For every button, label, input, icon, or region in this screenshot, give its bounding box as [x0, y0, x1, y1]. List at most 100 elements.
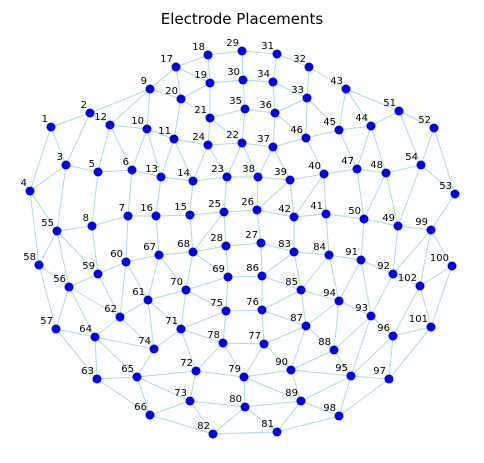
electrode-node-26 [252, 205, 262, 215]
electrode-label-42: 42 [278, 204, 291, 215]
electrode-node-54 [416, 160, 426, 170]
electrode-node-94 [334, 296, 344, 306]
electrode-node-45 [334, 125, 344, 135]
electrode-node-33 [302, 93, 312, 103]
connection-line-88-94 [333, 300, 340, 351]
connection-line-63-66 [96, 378, 151, 416]
connection-line-36-46 [274, 112, 307, 139]
connection-line-29-30 [241, 50, 244, 81]
connection-line-26-39 [256, 179, 291, 211]
electrode-label-67: 67 [143, 242, 156, 253]
connection-line-44-51 [370, 110, 400, 127]
connection-line-22-35 [241, 108, 246, 144]
connection-line-4-58 [29, 190, 40, 266]
figure-title: Electrode Placements [161, 10, 324, 28]
electrode-label-36: 36 [259, 100, 272, 111]
connection-line-14-24 [192, 144, 209, 182]
connection-line-72-78 [195, 342, 224, 372]
electrode-node-63 [92, 374, 102, 384]
connection-line-41-50 [325, 213, 365, 220]
electrode-node-53 [450, 189, 460, 199]
connection-line-5-12 [97, 124, 111, 173]
electrode-node-76 [257, 305, 267, 315]
electrode-markers [25, 46, 460, 439]
connection-line-7-60 [125, 215, 129, 263]
connection-line-40-42 [293, 173, 325, 218]
electrode-label-26: 26 [241, 197, 254, 208]
electrode-label-77: 77 [248, 331, 261, 342]
connection-line-60-61 [125, 261, 149, 301]
connection-line-39-40 [289, 173, 325, 181]
connection-line-13-16 [155, 176, 162, 217]
connection-line-32-43 [308, 66, 347, 90]
electrode-label-30: 30 [227, 67, 240, 78]
connection-line-88-93 [333, 315, 372, 351]
connection-line-53-54 [420, 164, 456, 195]
connection-line-61-71 [147, 299, 182, 330]
electrode-label-53: 53 [439, 181, 452, 192]
connection-line-56-59 [68, 273, 99, 288]
connection-line-35-36 [244, 108, 276, 114]
connection-line-44-48 [370, 125, 387, 174]
connection-line-11-13 [160, 138, 175, 178]
connection-line-48-50 [363, 172, 387, 220]
connection-line-61-74 [147, 299, 155, 350]
connection-line-8-55 [56, 225, 93, 232]
electrode-node-11 [169, 134, 179, 144]
connection-line-87-90 [290, 325, 307, 371]
connection-line-67-70 [158, 254, 187, 291]
electrode-label-61: 61 [132, 287, 145, 298]
electrode-label-21: 21 [194, 105, 207, 116]
electrode-label-75: 75 [210, 298, 223, 309]
connection-line-87-88 [305, 325, 335, 351]
electrode-label-37: 37 [257, 134, 270, 145]
connection-line-72-73 [189, 370, 197, 402]
electrode-node-25 [219, 207, 229, 217]
electrode-label-82: 82 [197, 421, 210, 432]
connection-line-23-25 [223, 176, 228, 213]
electrode-node-49 [393, 221, 403, 231]
connection-line-91-94 [338, 259, 362, 302]
electrode-label-20: 20 [165, 86, 178, 97]
electrode-label-58: 58 [23, 252, 36, 263]
electrode-label-51: 51 [383, 98, 396, 109]
electrode-label-78: 78 [207, 330, 220, 341]
connection-line-62-74 [119, 316, 155, 350]
electrode-node-36 [270, 108, 280, 118]
connection-line-6-10 [131, 128, 148, 171]
electrode-label-19: 19 [194, 70, 207, 81]
electrode-node-44 [366, 121, 376, 131]
connection-line-21-22 [209, 117, 243, 144]
electrode-label-25: 25 [208, 199, 221, 210]
connection-line-97-101 [388, 326, 432, 380]
connection-line-93-96 [370, 315, 394, 337]
electrode-node-19 [205, 78, 215, 88]
connection-line-64-65 [94, 336, 138, 378]
electrode-node-78 [218, 338, 228, 348]
connection-line-36-37 [272, 112, 276, 148]
connection-line-22-37 [241, 142, 274, 148]
connection-line-80-89 [244, 400, 302, 408]
connection-line-48-49 [385, 172, 399, 227]
connection-line-2-3 [65, 112, 91, 166]
connection-line-61-70 [147, 289, 187, 301]
electrode-node-13 [156, 172, 166, 182]
electrode-node-101 [426, 322, 436, 332]
connection-line-6-12 [109, 124, 133, 171]
connection-line-9-10 [146, 88, 151, 130]
connection-line-61-62 [119, 299, 149, 318]
electrode-node-82 [208, 429, 218, 439]
electrode-node-32 [304, 62, 314, 72]
electrode-node-42 [289, 212, 299, 222]
connection-line-52-54 [420, 127, 435, 166]
electrode-label-43: 43 [330, 76, 343, 87]
electrode-label-39: 39 [274, 167, 287, 178]
electrode-label-90: 90 [275, 357, 288, 368]
electrode-node-72 [191, 366, 201, 376]
electrode-label-73: 73 [174, 388, 187, 399]
electrode-label-29: 29 [226, 38, 239, 49]
electrode-label-72: 72 [180, 358, 193, 369]
connection-line-39-42 [289, 179, 295, 218]
